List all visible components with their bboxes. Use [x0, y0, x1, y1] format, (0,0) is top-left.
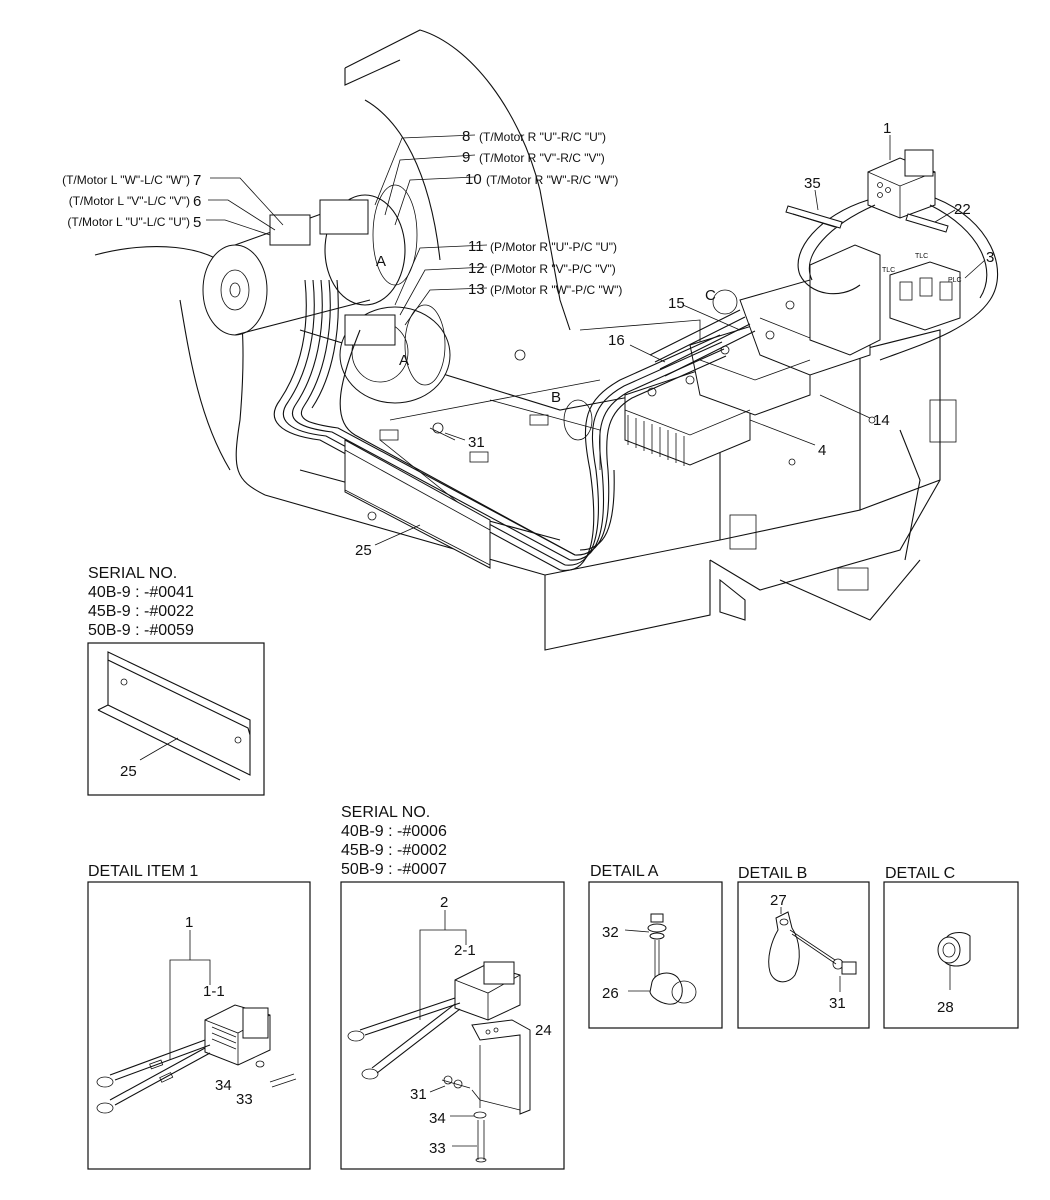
detail-b-marker [563, 399, 593, 441]
label-c: C [705, 287, 716, 304]
label-a-2: A [399, 352, 409, 369]
serial-2-callout-24: 24 [535, 1022, 552, 1039]
serial-2-line-2: 45B-9 : -#0002 [341, 842, 447, 859]
wire-10-text: (T/Motor R "W"-R/C "W") [486, 173, 618, 187]
wire-5-text: (T/Motor L "U"-L/C "U") [67, 215, 190, 229]
detail-b-callout-31: 31 [829, 995, 846, 1012]
wire-6-text: (T/Motor L "V"-L/C "V") [69, 194, 190, 208]
serial-2-line-1: 40B-9 : -#0006 [341, 823, 447, 840]
main-leader-lines [206, 134, 986, 546]
serial-1-line-3: 50B-9 : -#0059 [88, 622, 194, 639]
callout-31: 31 [468, 434, 485, 451]
serial-2-callout-2: 2 [440, 894, 448, 911]
tlc-mark-2: TLC [915, 253, 928, 260]
callout-4: 4 [818, 442, 826, 459]
detail-b-callout-27: 27 [770, 892, 787, 909]
tlc-mark-1: TLC [882, 267, 895, 274]
wire-13-text: (P/Motor R "W"-P/C "W") [490, 283, 622, 297]
detail-item-1: DETAIL ITEM 1 1 1-1 34 33 [87, 863, 311, 1170]
detail-b-title: DETAIL B [738, 865, 807, 882]
serial-2-callout-34: 34 [429, 1110, 446, 1127]
detail-b-frame [737, 881, 870, 1029]
detail-b: DETAIL B 27 31 [737, 865, 870, 1029]
detail-a-callout-26: 26 [602, 985, 619, 1002]
serial-1-line-2: 45B-9 : -#0022 [88, 603, 194, 620]
detail-a-callout-32: 32 [602, 924, 619, 941]
serial-2-frame [340, 881, 565, 1170]
detail-c: DETAIL C 28 [883, 865, 1019, 1029]
callout-15: 15 [668, 295, 685, 312]
wire-10-num: 10 [465, 171, 482, 188]
wire-12-text: (P/Motor R "V"-P/C "V") [490, 262, 616, 276]
main-assembly: TLC TLC PLC [94, 29, 999, 651]
callout-35: 35 [804, 175, 821, 192]
serial-1-callout-25: 25 [120, 763, 137, 780]
serial-1-line-1: 40B-9 : -#0041 [88, 584, 194, 601]
serial-2-line-3: 50B-9 : -#0007 [341, 861, 447, 878]
detail-a-title: DETAIL A [590, 863, 659, 880]
detail-item-1-callout-1-1: 1-1 [203, 983, 225, 1000]
label-a-1: A [376, 253, 386, 270]
serial-2-title: SERIAL NO. [341, 804, 430, 821]
wire-8-num: 8 [462, 128, 470, 145]
battery-connector-main [867, 149, 936, 219]
callout-1: 1 [883, 120, 891, 137]
wire-5-num: 5 [193, 214, 201, 231]
detail-a: DETAIL A 32 26 [588, 863, 723, 1029]
detail-c-frame [883, 881, 1019, 1029]
detail-c-callout-28: 28 [937, 999, 954, 1016]
traction-motor-left [202, 184, 418, 336]
detail-item-1-title: DETAIL ITEM 1 [88, 863, 198, 880]
callout-14: 14 [873, 412, 890, 429]
plc-mark: PLC [948, 277, 962, 284]
callout-3: 3 [986, 249, 994, 266]
wire-12-num: 12 [468, 260, 485, 277]
wire-8-text: (T/Motor R "U"-R/C "U") [479, 130, 606, 144]
detail-a-frame [588, 881, 723, 1029]
detail-item-1-callout-1: 1 [185, 914, 193, 931]
detail-item-1-callout-33: 33 [236, 1091, 253, 1108]
pump-motor [339, 304, 451, 404]
label-b: B [551, 389, 561, 406]
wire-11-num: 11 [468, 238, 484, 255]
detail-c-title: DETAIL C [885, 865, 955, 882]
wire-9-text: (T/Motor R "V"-R/C "V") [479, 151, 605, 165]
detail-item-1-frame [87, 881, 311, 1170]
serial-2-callout-2-1: 2-1 [454, 942, 476, 959]
contactor-panel: TLC TLC PLC [809, 244, 962, 356]
wire-13-num: 13 [468, 281, 485, 298]
callout-22: 22 [954, 201, 971, 218]
detail-item-1-callout-34: 34 [215, 1077, 232, 1094]
wire-7-num: 7 [193, 172, 201, 189]
serial-2-callout-33: 33 [429, 1140, 446, 1157]
serial-block-1: SERIAL NO. 40B-9 : -#0041 45B-9 : -#0022… [87, 565, 265, 796]
serial-1-frame [87, 642, 265, 796]
wiring-harness [273, 279, 756, 571]
callout-25: 25 [355, 542, 372, 559]
serial-1-title: SERIAL NO. [88, 565, 177, 582]
serial-block-2: SERIAL NO. 40B-9 : -#0006 45B-9 : -#0002… [340, 804, 565, 1170]
wire-9-num: 9 [462, 149, 470, 166]
wire-labels-left: (T/Motor L "W"-L/C "W") 7 (T/Motor L "V"… [62, 172, 201, 231]
wire-labels-right: 8 (T/Motor R "U"-R/C "U") 9 (T/Motor R "… [462, 128, 622, 298]
serial-2-callout-31: 31 [410, 1086, 427, 1103]
wire-7-text: (T/Motor L "W"-L/C "W") [62, 173, 190, 187]
detail-c-marker [712, 289, 738, 315]
wire-6-num: 6 [193, 193, 201, 210]
wire-11-text: (P/Motor R "U"-P/C "U") [490, 240, 617, 254]
callout-16: 16 [608, 332, 625, 349]
